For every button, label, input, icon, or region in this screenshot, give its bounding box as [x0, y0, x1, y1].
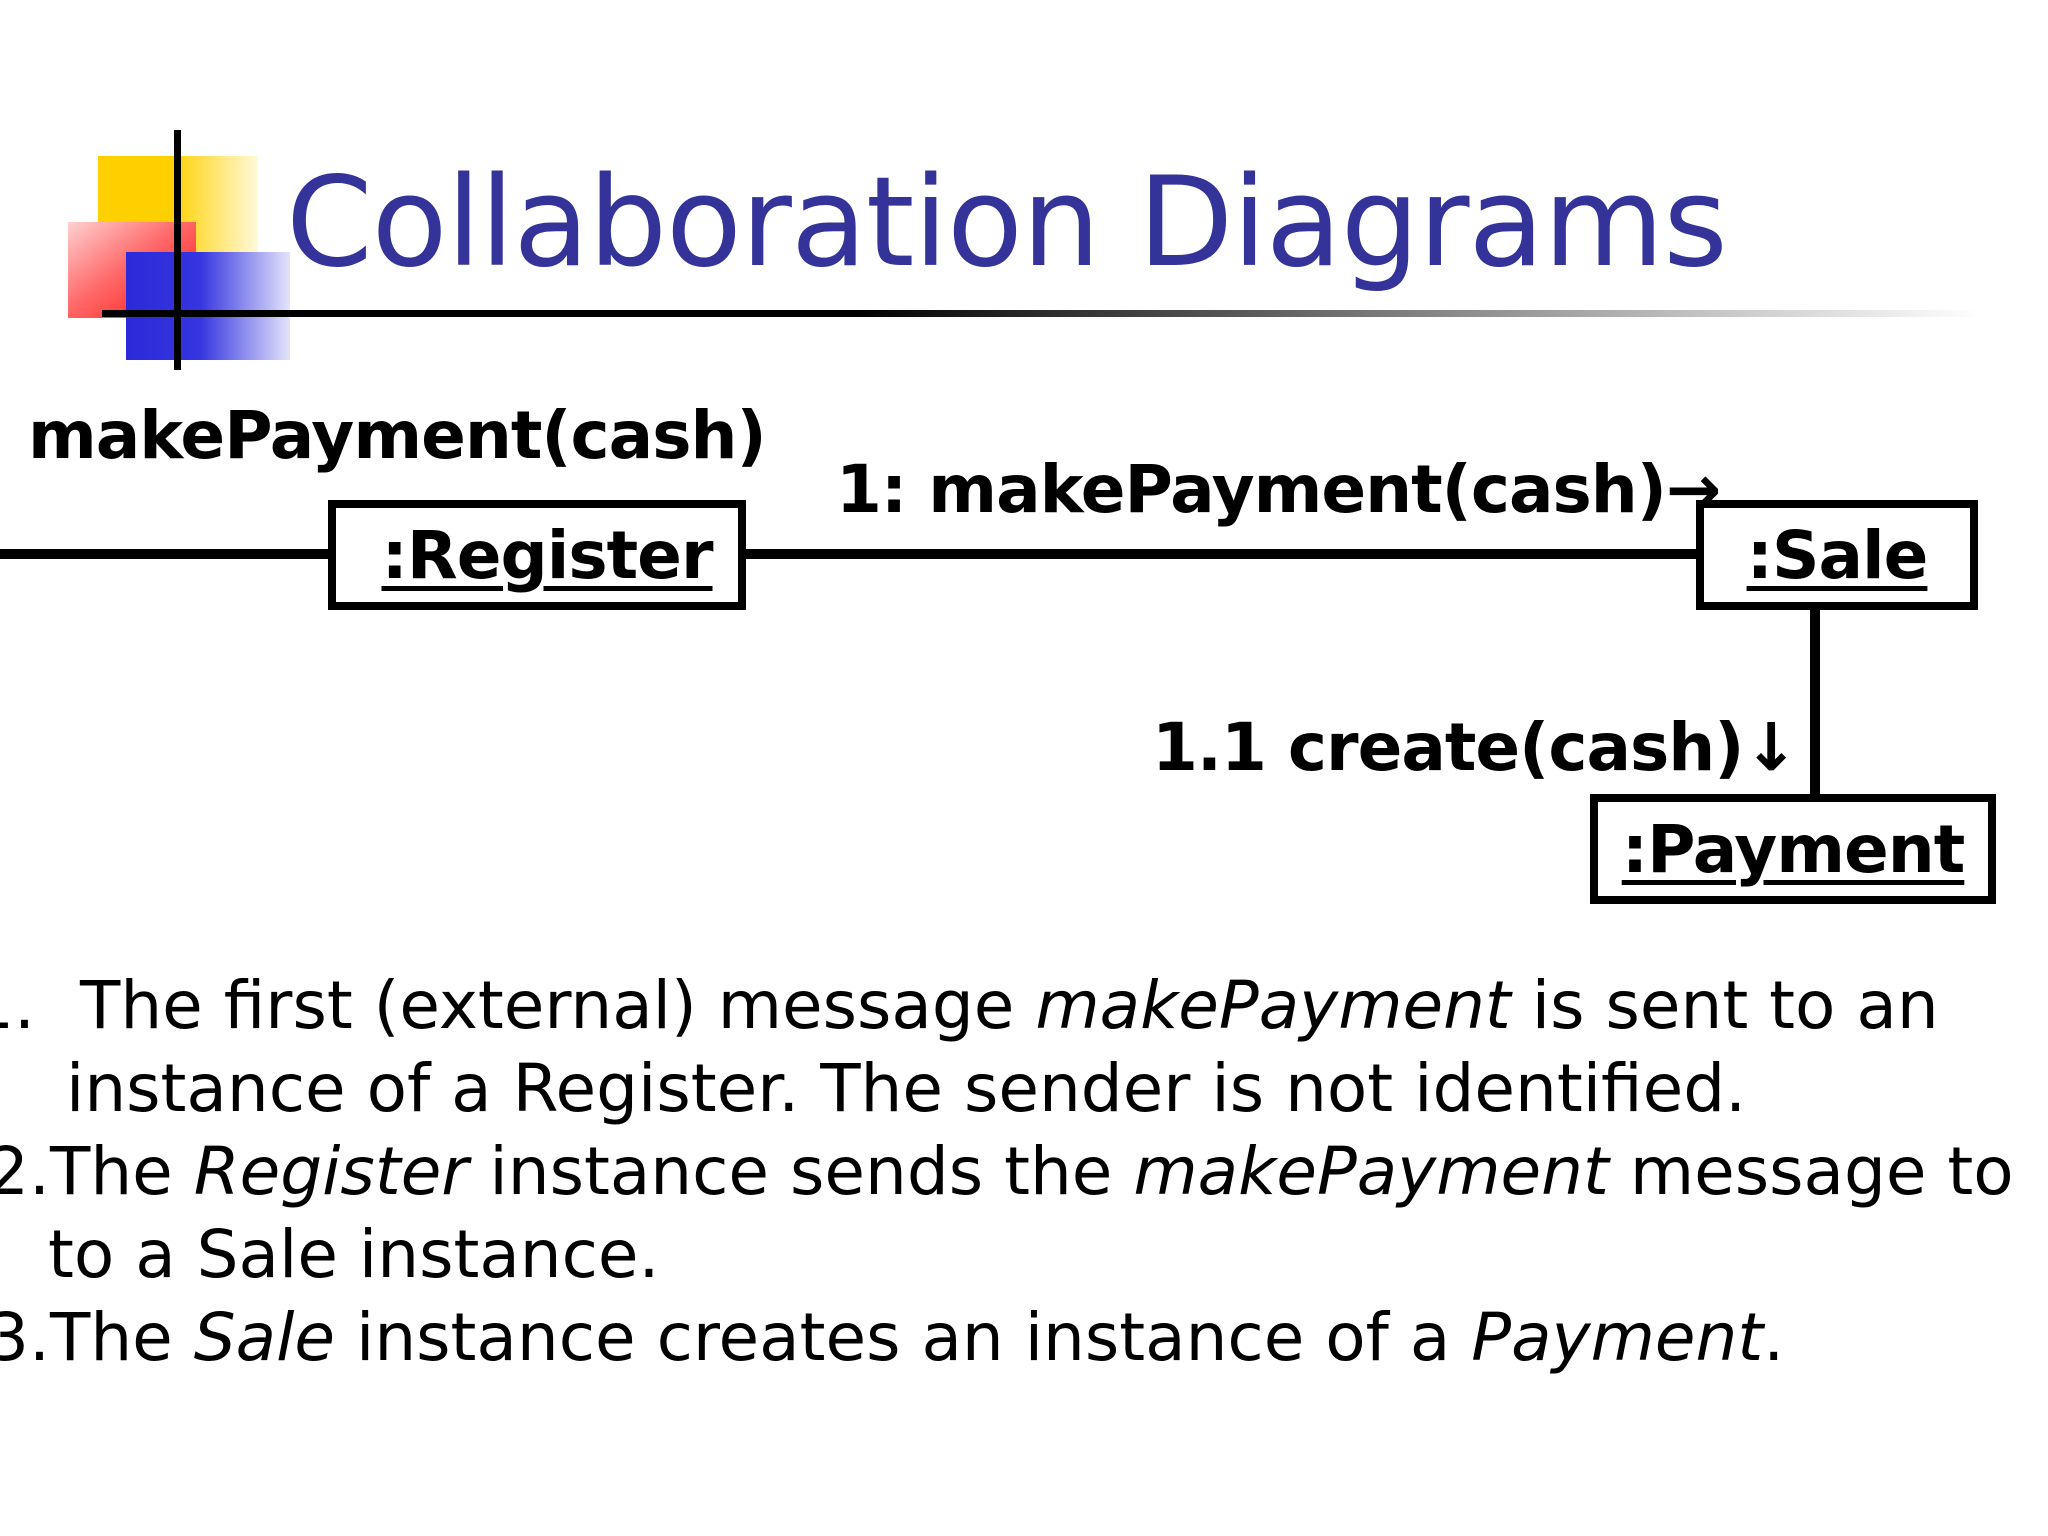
note-1-number: 1.	[0, 967, 35, 1044]
note-1-line-2: instance of a Register. The sender is no…	[0, 1047, 2048, 1130]
note-2-text: The Register instance sends the makePaym…	[50, 1130, 2014, 1213]
title-underline-rule	[102, 310, 1982, 317]
register-sale-link	[740, 549, 1700, 559]
slide-title: Collaboration Diagrams	[286, 151, 1728, 295]
title-decoration-vertical-line	[174, 130, 181, 370]
note-2-continuation: to a Sale instance.	[48, 1216, 660, 1293]
sale-object-label: :Sale	[1746, 516, 1929, 594]
note-2-part-5: message to	[1608, 1133, 2014, 1210]
title-decoration-blue-square	[126, 252, 290, 360]
note-1-part-1: The first (external) message	[80, 967, 1036, 1044]
register-object: :Register	[328, 500, 746, 610]
note-2-part-1: The	[50, 1133, 194, 1210]
external-message-label: makePayment(cash)	[28, 397, 767, 474]
note-2-number: 2.	[0, 1133, 50, 1210]
sale-object: :Sale	[1696, 500, 1978, 610]
external-link	[0, 549, 330, 559]
note-2-part-3: instance sends the	[468, 1133, 1134, 1210]
note-2-part-2: Register	[193, 1133, 469, 1210]
payment-object-label: :Payment	[1621, 810, 1966, 888]
note-3-text: The Sale instance creates an instance of…	[50, 1296, 1784, 1379]
note-1-part-2: makePayment	[1035, 967, 1511, 1044]
sale-payment-link	[1810, 604, 1820, 798]
note-2-part-4: makePayment	[1133, 1133, 1609, 1210]
note-3-part-4: Payment	[1471, 1299, 1764, 1376]
note-1-continuation: instance of a Register. The sender is no…	[66, 1050, 1747, 1127]
payment-object: :Payment	[1590, 794, 1996, 904]
note-2-line-1: 2. The Register instance sends the makeP…	[0, 1130, 2048, 1213]
note-3-part-2: Sale	[193, 1299, 336, 1376]
note-2-line-2: to a Sale instance.	[0, 1213, 2048, 1296]
note-1-line-1: 1. The first (external) message makePaym…	[0, 964, 2048, 1047]
message-1-label: 1: makePayment(cash)→	[836, 451, 1721, 528]
register-object-label: :Register	[381, 516, 714, 594]
message-1-1-label: 1.1 create(cash)↓	[1152, 709, 1799, 786]
notes-list: 1. The first (external) message makePaym…	[0, 964, 2048, 1379]
note-3-part-3: instance creates an instance of a	[335, 1299, 1472, 1376]
note-1-text: The first (external) message makePayment…	[80, 964, 1939, 1047]
note-1-part-3: is sent to an	[1510, 967, 1939, 1044]
note-3-line-1: 3. The Sale instance creates an instance…	[0, 1296, 2048, 1379]
note-3-number: 3.	[0, 1299, 50, 1376]
note-3-part-5: .	[1763, 1299, 1785, 1376]
note-3-part-1: The	[50, 1299, 194, 1376]
